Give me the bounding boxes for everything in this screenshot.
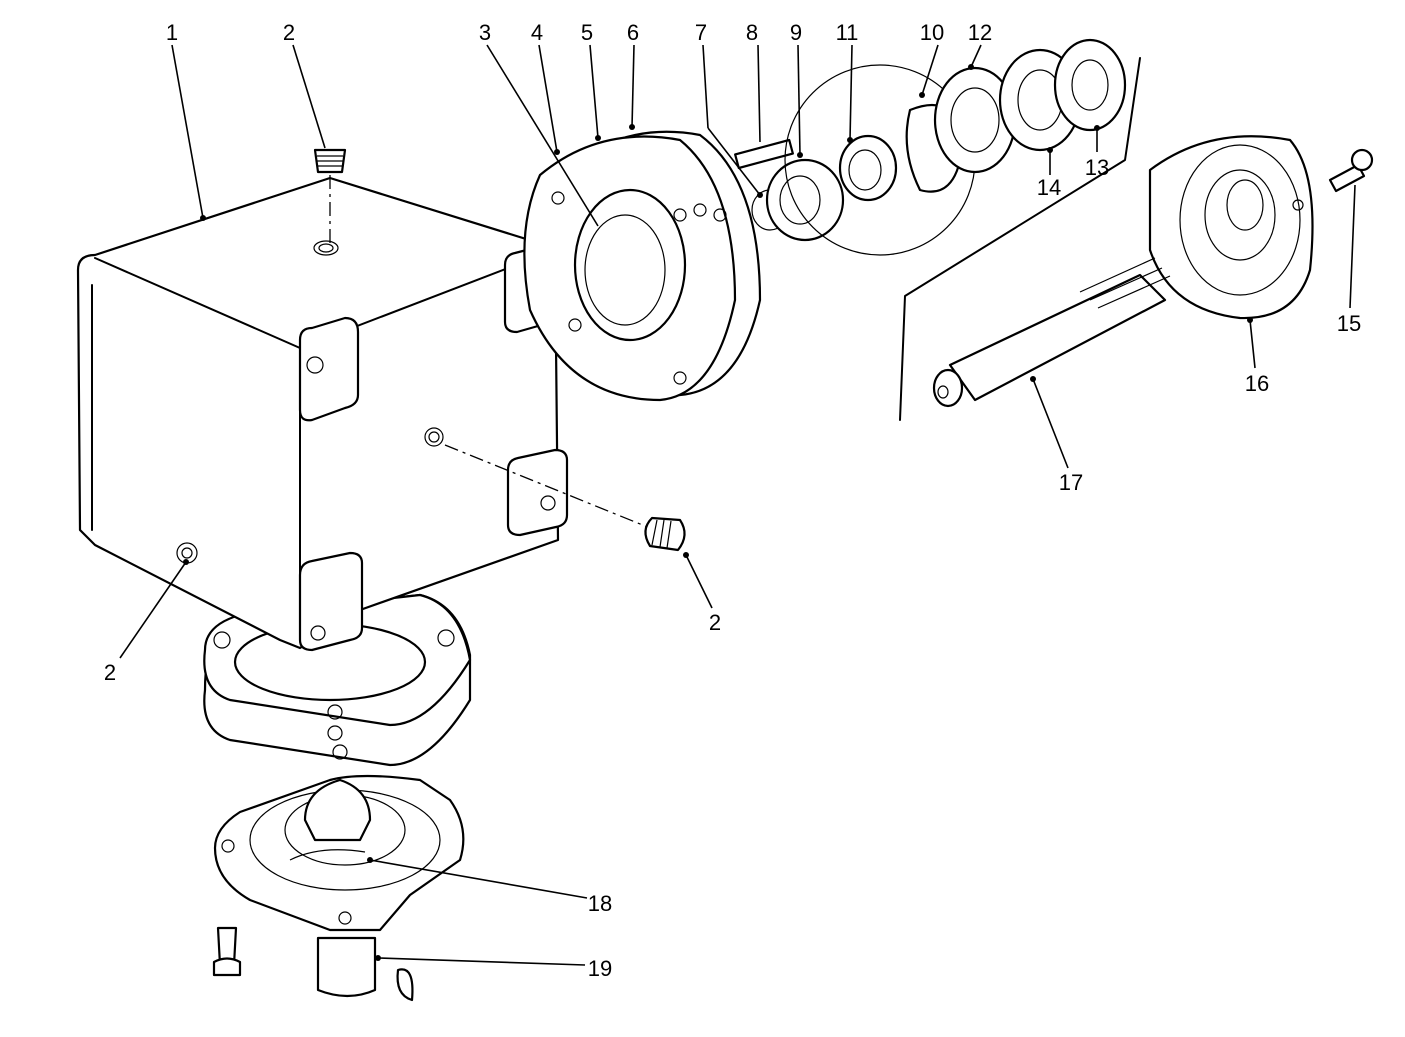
- end-cover: [1148, 135, 1314, 320]
- input-shaft: [932, 257, 1171, 408]
- side-flange-cover: [523, 130, 762, 402]
- callout-11: 11: [836, 20, 859, 45]
- drain-plug-top: [313, 148, 347, 245]
- gearbox-housing: [76, 176, 569, 652]
- callout-4: 4: [531, 20, 543, 45]
- callout-19: 19: [588, 956, 612, 981]
- leader-dots: [183, 64, 1253, 961]
- cover-screw: [1328, 148, 1374, 193]
- callout-6: 6: [627, 20, 639, 45]
- shaft-group-frame: [899, 57, 1141, 421]
- callout-18: 18: [588, 891, 612, 916]
- callout-15: 15: [1337, 311, 1361, 336]
- callout-17: 17: [1059, 470, 1083, 495]
- callout-12: 12: [968, 20, 992, 45]
- callout-9: 9: [790, 20, 802, 45]
- callout-1: 1: [166, 20, 178, 45]
- callout-5: 5: [581, 20, 593, 45]
- callout-2-left: 2: [104, 660, 116, 685]
- bottom-flange-assembly: [212, 774, 465, 1002]
- callout-10: 10: [920, 20, 944, 45]
- callout-8: 8: [746, 20, 758, 45]
- drain-plug-side: [444, 444, 686, 552]
- callout-7: 7: [695, 20, 707, 45]
- callout-16: 16: [1245, 371, 1269, 396]
- callout-2-right: 2: [709, 610, 721, 635]
- callout-3: 3: [479, 20, 491, 45]
- callout-14: 14: [1037, 175, 1061, 200]
- shaft-components-stack: [734, 38, 1127, 256]
- callout-13: 13: [1085, 155, 1109, 180]
- callout-labels: 1 2 3 4 5 6 7 8 9 11 10 12 13 14 15 16 1…: [104, 20, 1361, 981]
- leader-lines: [119, 44, 1356, 966]
- callout-2-top: 2: [283, 20, 295, 45]
